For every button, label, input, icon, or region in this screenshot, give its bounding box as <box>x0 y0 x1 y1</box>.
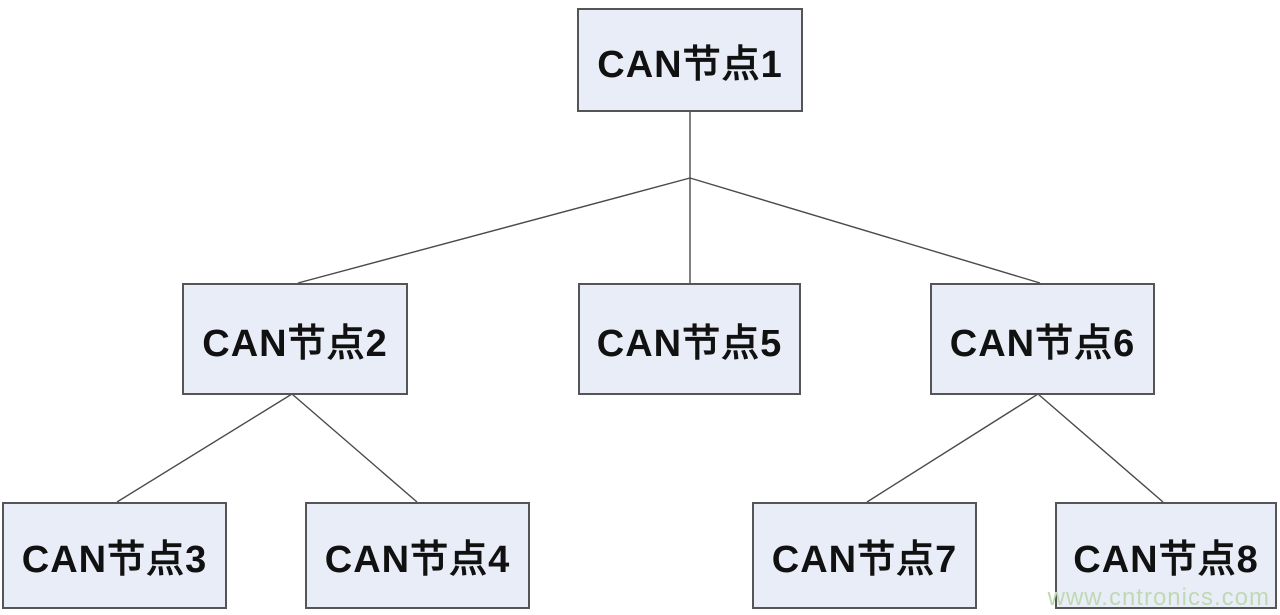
node-can6: CAN节点6 <box>930 283 1155 395</box>
node-can1: CAN节点1 <box>577 8 803 112</box>
node-can3-label: CAN节点3 <box>21 539 208 581</box>
edge-node1-node2 <box>297 177 691 284</box>
node-can8: CAN节点8 <box>1055 502 1277 609</box>
edge-node1-node6 <box>689 177 1041 284</box>
node-can3: CAN节点3 <box>2 502 227 609</box>
edge-node2-node4 <box>291 393 418 503</box>
edge-node6-node7 <box>866 393 1039 503</box>
watermark: www.cntronics.com <box>1047 584 1270 611</box>
node-can6-label: CAN节点6 <box>949 322 1136 365</box>
node-can1-label: CAN节点1 <box>597 43 783 86</box>
edge-node6-node8 <box>1037 393 1164 503</box>
node-can8-label: CAN节点8 <box>1073 539 1259 581</box>
node-can2-label: CAN节点2 <box>202 322 388 365</box>
node-can5-label: CAN节点5 <box>596 322 783 365</box>
node-can7: CAN节点7 <box>752 502 977 609</box>
node-can7-label: CAN节点7 <box>771 539 958 581</box>
node-can4-label: CAN节点4 <box>324 539 511 581</box>
node-can4: CAN节点4 <box>305 502 530 609</box>
node-can5: CAN节点5 <box>578 283 801 395</box>
edge-node2-node3 <box>116 393 293 503</box>
node-can2: CAN节点2 <box>182 283 408 395</box>
